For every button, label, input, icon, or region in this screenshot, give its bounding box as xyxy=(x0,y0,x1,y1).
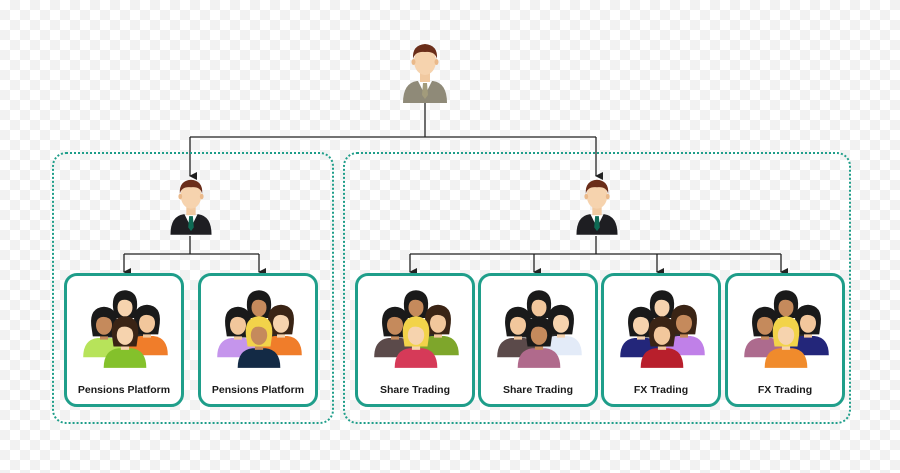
manager-node-1 xyxy=(170,179,212,235)
department-group-2 xyxy=(343,152,851,424)
team-card[interactable]: Pensions Platform xyxy=(64,273,184,407)
team-card[interactable]: FX Trading xyxy=(601,273,721,407)
team-group-icon xyxy=(83,290,168,368)
team-label: Pensions Platform xyxy=(211,384,305,396)
team-group-icon xyxy=(497,290,582,368)
department-group-1 xyxy=(52,152,334,424)
team-label: Pensions Platform xyxy=(77,384,171,396)
team-group-icon xyxy=(374,290,459,368)
team-group-icon xyxy=(217,290,302,368)
team-group-icon xyxy=(620,290,705,368)
team-card[interactable]: FX Trading xyxy=(725,273,845,407)
team-label: FX Trading xyxy=(757,384,813,396)
manager-node-2 xyxy=(576,179,618,235)
team-group-icon xyxy=(744,290,829,368)
team-card[interactable]: Share Trading xyxy=(355,273,475,407)
team-label: Share Trading xyxy=(379,384,451,396)
team-card[interactable]: Share Trading xyxy=(478,273,598,407)
team-label: FX Trading xyxy=(633,384,689,396)
ceo-node xyxy=(403,44,447,103)
team-label: Share Trading xyxy=(502,384,574,396)
team-card[interactable]: Pensions Platform xyxy=(198,273,318,407)
